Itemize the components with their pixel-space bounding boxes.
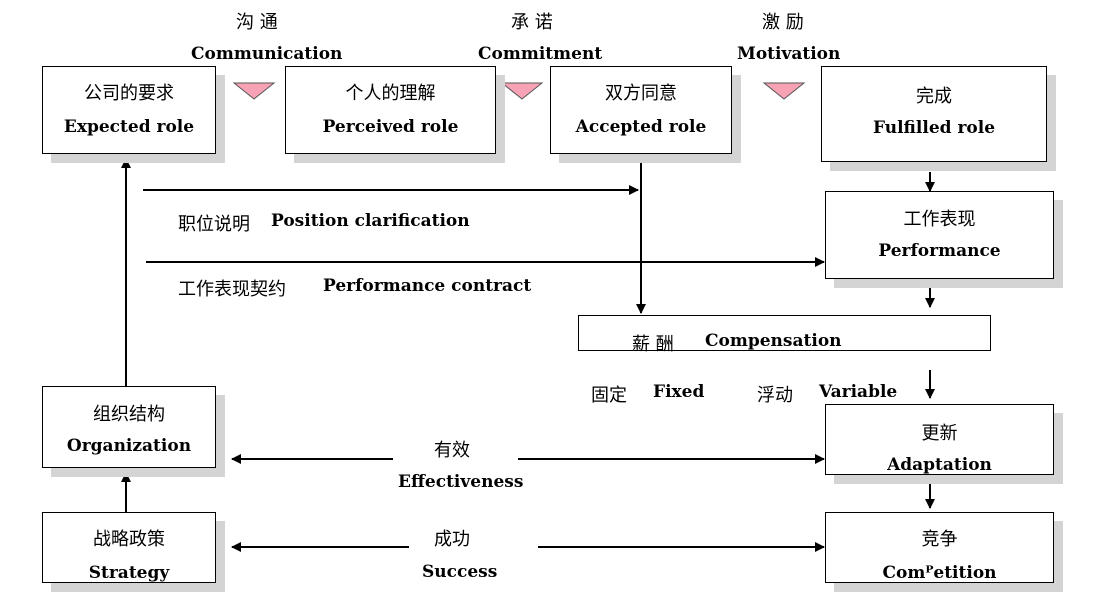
fulfilled-role-en: Fulfilled role xyxy=(872,118,996,138)
triangle-commitment xyxy=(500,82,544,100)
communication-label-zh: 沟 通 xyxy=(236,12,278,33)
accepted-role-zh: 双方同意 xyxy=(605,83,677,104)
performance-en: Performance xyxy=(878,241,1001,261)
organization-en: Organization xyxy=(66,436,192,456)
perceived-role-zh: 个人的理解 xyxy=(345,83,436,104)
competition-en: Comᴾetition xyxy=(882,563,997,583)
motivation-label-zh: 激 励 xyxy=(762,12,804,33)
compensation-zh: 薪 酬 xyxy=(632,334,674,355)
effectiveness-en: Effectiveness xyxy=(398,472,524,492)
fixed-en: Fixed xyxy=(653,382,705,402)
compensation-box: 薪 酬 Compensation xyxy=(578,315,991,355)
strategy-box: 战略政策 Strategy xyxy=(42,512,216,583)
triangle-motivation xyxy=(762,82,806,100)
performance-zh: 工作表现 xyxy=(903,209,976,230)
organization-box: 组织结构 Organization xyxy=(42,386,216,468)
compensation-en: Compensation xyxy=(705,331,842,351)
position-clarification-en: Position clarification xyxy=(271,211,470,231)
triangle-communication xyxy=(232,82,276,100)
performance-box: 工作表现 Performance xyxy=(825,191,1054,279)
effectiveness-zh: 有效 xyxy=(434,440,470,461)
adaptation-en: Adaptation xyxy=(887,455,992,475)
expected-role-box: 公司的要求 Expected role xyxy=(42,66,216,154)
motivation-label-en: Motivation xyxy=(737,44,841,64)
commitment-label-zh: 承 诺 xyxy=(511,12,553,33)
accepted-role-box: 双方同意 Accepted role xyxy=(550,66,732,154)
fixed-zh: 固定 xyxy=(591,385,627,406)
communication-label-en: Communication xyxy=(191,44,343,64)
strategy-en: Strategy xyxy=(88,563,170,583)
strategy-zh: 战略政策 xyxy=(93,529,165,550)
organization-zh: 组织结构 xyxy=(93,404,165,425)
variable-en: Variable xyxy=(819,382,898,402)
expected-role-zh: 公司的要求 xyxy=(84,83,174,104)
fulfilled-role-zh: 完成 xyxy=(916,86,952,107)
performance-contract-en: Performance contract xyxy=(323,276,532,296)
position-clarification-zh: 职位说明 xyxy=(178,214,250,235)
expected-role-en: Expected role xyxy=(63,117,195,137)
accepted-role-en: Accepted role xyxy=(575,117,707,137)
variable-zh: 浮动 xyxy=(757,385,793,406)
success-zh: 成功 xyxy=(434,529,470,550)
performance-contract-zh: 工作表现契约 xyxy=(178,279,286,300)
success-en: Success xyxy=(422,562,498,582)
perceived-role-en: Perceived role xyxy=(322,117,459,137)
competition-box: 竞争 Comᴾetition xyxy=(825,512,1054,583)
fulfilled-role-box: 完成 Fulfilled role xyxy=(821,66,1047,162)
competition-zh: 竞争 xyxy=(921,529,958,550)
adaptation-zh: 更新 xyxy=(921,423,958,444)
perceived-role-box: 个人的理解 Perceived role xyxy=(285,66,496,154)
commitment-label-en: Commitment xyxy=(478,44,603,64)
adaptation-box: 更新 Adaptation xyxy=(825,404,1054,475)
